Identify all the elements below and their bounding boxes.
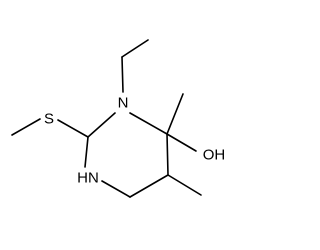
bond-c4-oh (166, 133, 197, 152)
bond-s-c2 (57, 119, 89, 138)
bond-c4-c5 (166, 133, 169, 176)
bond-c5-methyl (167, 174, 202, 196)
bond-c2-n3 (87, 112, 116, 138)
bond-c5-c6 (129, 174, 169, 198)
atom-labels: S N OH HN (44, 95, 225, 187)
bonds (11, 39, 202, 198)
bond-ethyl-ch3 (121, 39, 149, 58)
bond-c6-n1 (101, 180, 131, 198)
bond-n3-ethyl-ch2 (121, 56, 124, 93)
atom-label-nitrogen: N (118, 95, 129, 112)
bond-methyl-s (11, 118, 41, 136)
atom-label-sulfur: S (44, 111, 54, 128)
atom-label-amine: HN (77, 170, 99, 187)
molecule-structure: S N OH HN (11, 39, 225, 198)
bond-c4-methyl (166, 93, 184, 135)
atom-label-hydroxyl: OH (203, 147, 226, 164)
bond-n3-c4 (129, 112, 168, 135)
bond-n1-c2 (84, 136, 89, 168)
